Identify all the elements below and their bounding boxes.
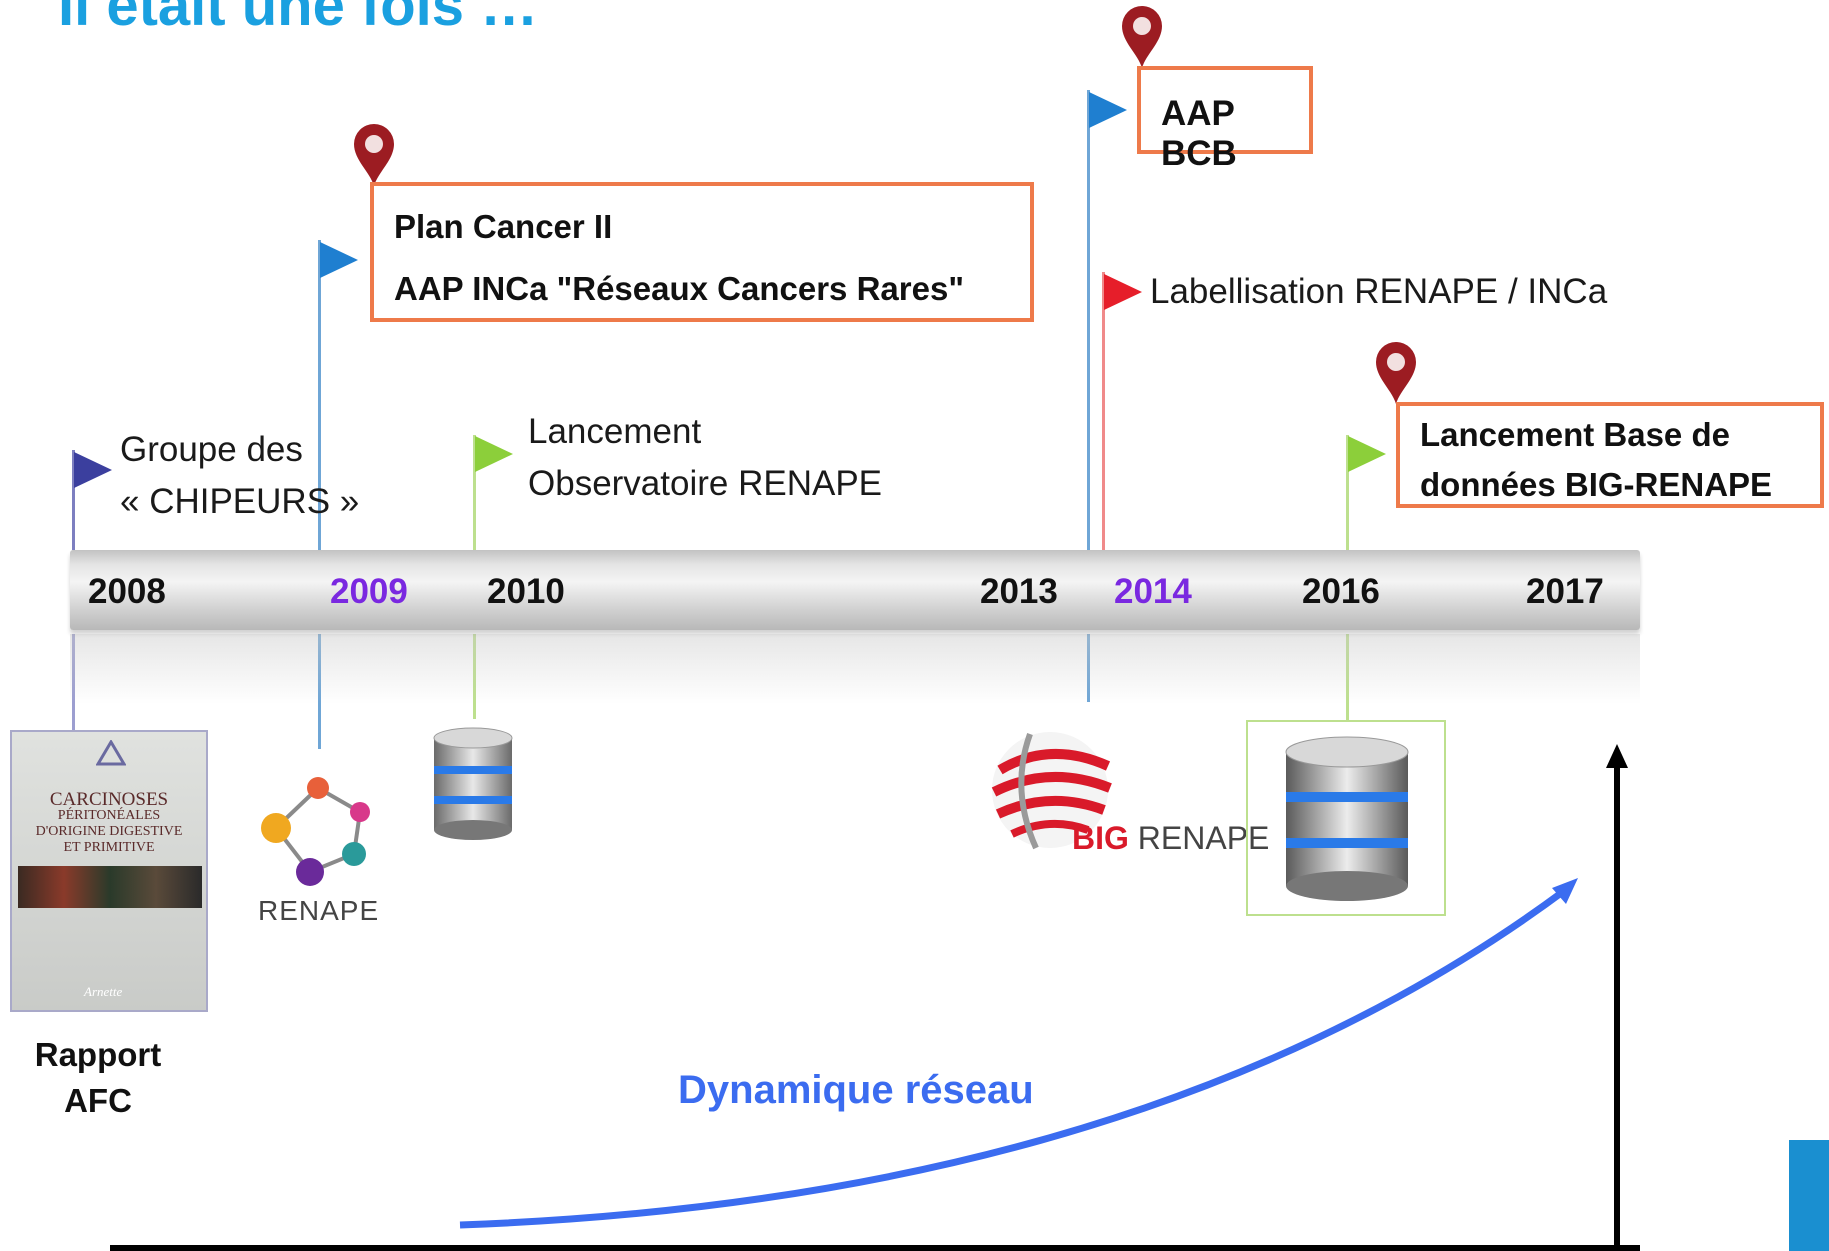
book-title-line: D'ORIGINE DIGESTIVE xyxy=(35,824,183,839)
box-plan-cancer: Plan Cancer II AAP INCa "Réseaux Cancers… xyxy=(370,182,1034,322)
flag-blue-icon xyxy=(320,242,358,278)
flag-blue-icon xyxy=(1089,92,1127,128)
database-icon xyxy=(1285,736,1409,901)
book-title-line: ET PRIMITIVE xyxy=(63,840,155,855)
book-cover-photos xyxy=(18,866,202,908)
book-title-line: CARCINOSES xyxy=(49,789,169,810)
flag-green-icon xyxy=(1348,436,1386,472)
dynamique-reseau-label: Dynamique réseau xyxy=(678,1068,1034,1112)
map-pin-icon xyxy=(1376,342,1416,404)
corner-logo-icon xyxy=(1789,1140,1829,1251)
pole-2013 xyxy=(1087,90,1090,550)
aap-bcb-text: AAP BCB xyxy=(1161,94,1237,173)
base-donnees-line1: Lancement Base de xyxy=(1420,416,1730,453)
rapport-caption-line2: AFC xyxy=(64,1082,132,1119)
rapport-afc-book-cover: CARCINOSES PÉRITONÉALES D'ORIGINE DIGEST… xyxy=(10,730,208,1012)
book-logo-icon xyxy=(96,740,126,766)
page-title: Il était une fois … xyxy=(58,0,539,38)
observatoire-line1: Lancement xyxy=(528,412,702,451)
year-2013: 2013 xyxy=(980,572,1058,611)
timeline-bar xyxy=(70,550,1640,630)
labellisation-text: Labellisation RENAPE / INCa xyxy=(1150,272,1608,311)
plan-cancer-line2: AAP INCa "Réseaux Cancers Rares" xyxy=(394,270,964,307)
pole-2016 xyxy=(1346,435,1349,550)
flag-navy-icon xyxy=(74,452,112,488)
year-2009: 2009 xyxy=(330,572,408,611)
box-base-donnees: Lancement Base de données BIG-RENAPE xyxy=(1396,402,1824,508)
year-2008: 2008 xyxy=(88,572,166,611)
chipeurs-line1: Groupe des xyxy=(120,430,303,469)
flag-green-icon xyxy=(475,436,513,472)
pole-below-2008 xyxy=(72,634,75,730)
map-pin-icon xyxy=(1122,6,1162,68)
pole-2014 xyxy=(1102,272,1105,550)
observatoire-line2: Observatoire RENAPE xyxy=(528,464,883,503)
rapport-afc-caption: Rapport AFC xyxy=(8,1032,188,1124)
plan-cancer-line1: Plan Cancer II xyxy=(394,208,613,245)
year-2010: 2010 xyxy=(487,572,565,611)
renape-logo-label: RENAPE xyxy=(258,895,380,926)
big-logo-word: BIG xyxy=(1072,820,1129,856)
base-donnees-line2: données BIG-RENAPE xyxy=(1420,466,1773,503)
pole-2008 xyxy=(72,450,75,550)
year-2014: 2014 xyxy=(1114,572,1192,611)
renape-logo-icon xyxy=(261,777,370,886)
map-pin-icon xyxy=(354,124,394,186)
flag-red-icon xyxy=(1104,274,1142,310)
year-2016: 2016 xyxy=(1302,572,1380,611)
pole-below-2016 xyxy=(1346,634,1349,720)
pole-2009 xyxy=(318,240,321,550)
pole-below-2009 xyxy=(318,634,321,749)
pole-below-2010 xyxy=(473,634,476,719)
chipeurs-line2: « CHIPEURS » xyxy=(120,482,360,521)
rapport-caption-line1: Rapport xyxy=(34,1036,162,1073)
pole-below-2013 xyxy=(1087,634,1090,702)
pole-2010 xyxy=(473,435,476,550)
big-database-frame xyxy=(1246,720,1446,916)
book-title-line: PÉRITONÉALES xyxy=(57,808,161,823)
year-2017: 2017 xyxy=(1526,572,1604,611)
book-publisher: Arnette xyxy=(84,984,123,999)
database-icon xyxy=(433,727,513,840)
big-renape-globe-icon xyxy=(991,732,1112,850)
box-aap-bcb: AAP BCB xyxy=(1137,66,1313,173)
timeline-bar-reflection xyxy=(70,634,1640,704)
